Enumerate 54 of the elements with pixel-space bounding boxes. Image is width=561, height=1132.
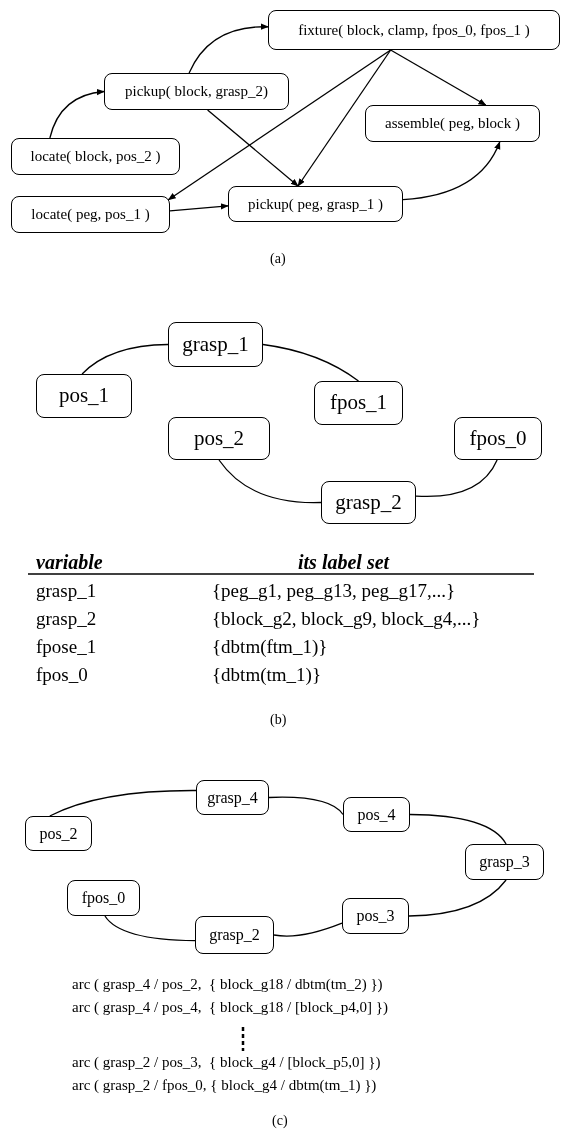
rounded-box: pickup( block, grasp_2) xyxy=(104,73,289,110)
connector-line xyxy=(104,915,196,942)
rounded-box: fpos_0 xyxy=(67,880,140,916)
rounded-box: grasp_3 xyxy=(465,844,544,880)
arrow xyxy=(169,203,229,212)
connector-line xyxy=(273,922,343,937)
arc-text: arc ( grasp_2 / pos_3, { block_g4 / [block_p5,0] }) xyxy=(72,1053,381,1072)
rounded-box: assemble( peg, block ) xyxy=(365,105,540,142)
arrow xyxy=(297,49,392,187)
rounded-box: pos_2 xyxy=(25,816,92,851)
panel-caption: (b) xyxy=(270,711,287,729)
panel-caption: (c) xyxy=(272,1112,288,1130)
rounded-box: pos_4 xyxy=(343,797,410,832)
table-header: its label set xyxy=(298,550,390,575)
table-cell: grasp_2 xyxy=(36,607,97,631)
connector-line xyxy=(408,879,507,917)
connector-line xyxy=(268,796,344,816)
rounded-box: pos_1 xyxy=(36,374,132,418)
rounded-box: fpos_1 xyxy=(314,381,403,425)
arrow xyxy=(167,49,392,201)
table-cell: grasp_1 xyxy=(36,579,97,603)
arc-text: arc ( grasp_4 / pos_2, { block_g18 / dbtm(tm_2) }) xyxy=(72,975,383,994)
arrow xyxy=(188,23,269,74)
arrow xyxy=(402,141,501,201)
arrow xyxy=(206,109,299,187)
connector-line xyxy=(415,459,498,498)
rounded-box: pickup( peg, grasp_1 ) xyxy=(228,186,403,222)
table-cell: {block_g2, block_g9, block_g4,...} xyxy=(212,607,481,631)
table-cell: fpose_1 xyxy=(36,635,97,659)
rounded-box: fpos_0 xyxy=(454,417,542,460)
connector-line xyxy=(81,343,169,375)
arc-text: arc ( grasp_2 / fpos_0, { block_g4 / dbtm(tm_1) }) xyxy=(72,1076,377,1095)
arc-text: arc ( grasp_4 / pos_4, { block_g18 / [block_p4,0] }) xyxy=(72,998,388,1017)
rounded-box: grasp_4 xyxy=(196,780,269,815)
connector-line xyxy=(49,789,197,817)
table-cell: {dbtm(ftm_1)} xyxy=(212,635,328,659)
rounded-box: locate( block, pos_2 ) xyxy=(11,138,180,175)
rounded-box: grasp_1 xyxy=(168,322,263,367)
table-cell: fpos_0 xyxy=(36,663,88,687)
panel-caption: (a) xyxy=(270,250,286,268)
table-header: variable xyxy=(36,550,103,575)
rounded-box: grasp_2 xyxy=(195,916,274,954)
rounded-box: grasp_2 xyxy=(321,481,416,524)
rounded-box: pos_3 xyxy=(342,898,409,934)
table-cell: {peg_g1, peg_g13, peg_g17,...} xyxy=(212,579,456,603)
connector-line xyxy=(262,343,360,382)
arrow xyxy=(390,49,487,106)
rounded-box: fixture( block, clamp, fpos_0, fpos_1 ) xyxy=(268,10,560,50)
arrow xyxy=(49,89,105,139)
rounded-box: locate( peg, pos_1 ) xyxy=(11,196,170,233)
connector-line xyxy=(409,813,507,845)
connector-line xyxy=(218,459,322,504)
rounded-box: pos_2 xyxy=(168,417,270,460)
table-cell: {dbtm(tm_1)} xyxy=(212,663,321,687)
